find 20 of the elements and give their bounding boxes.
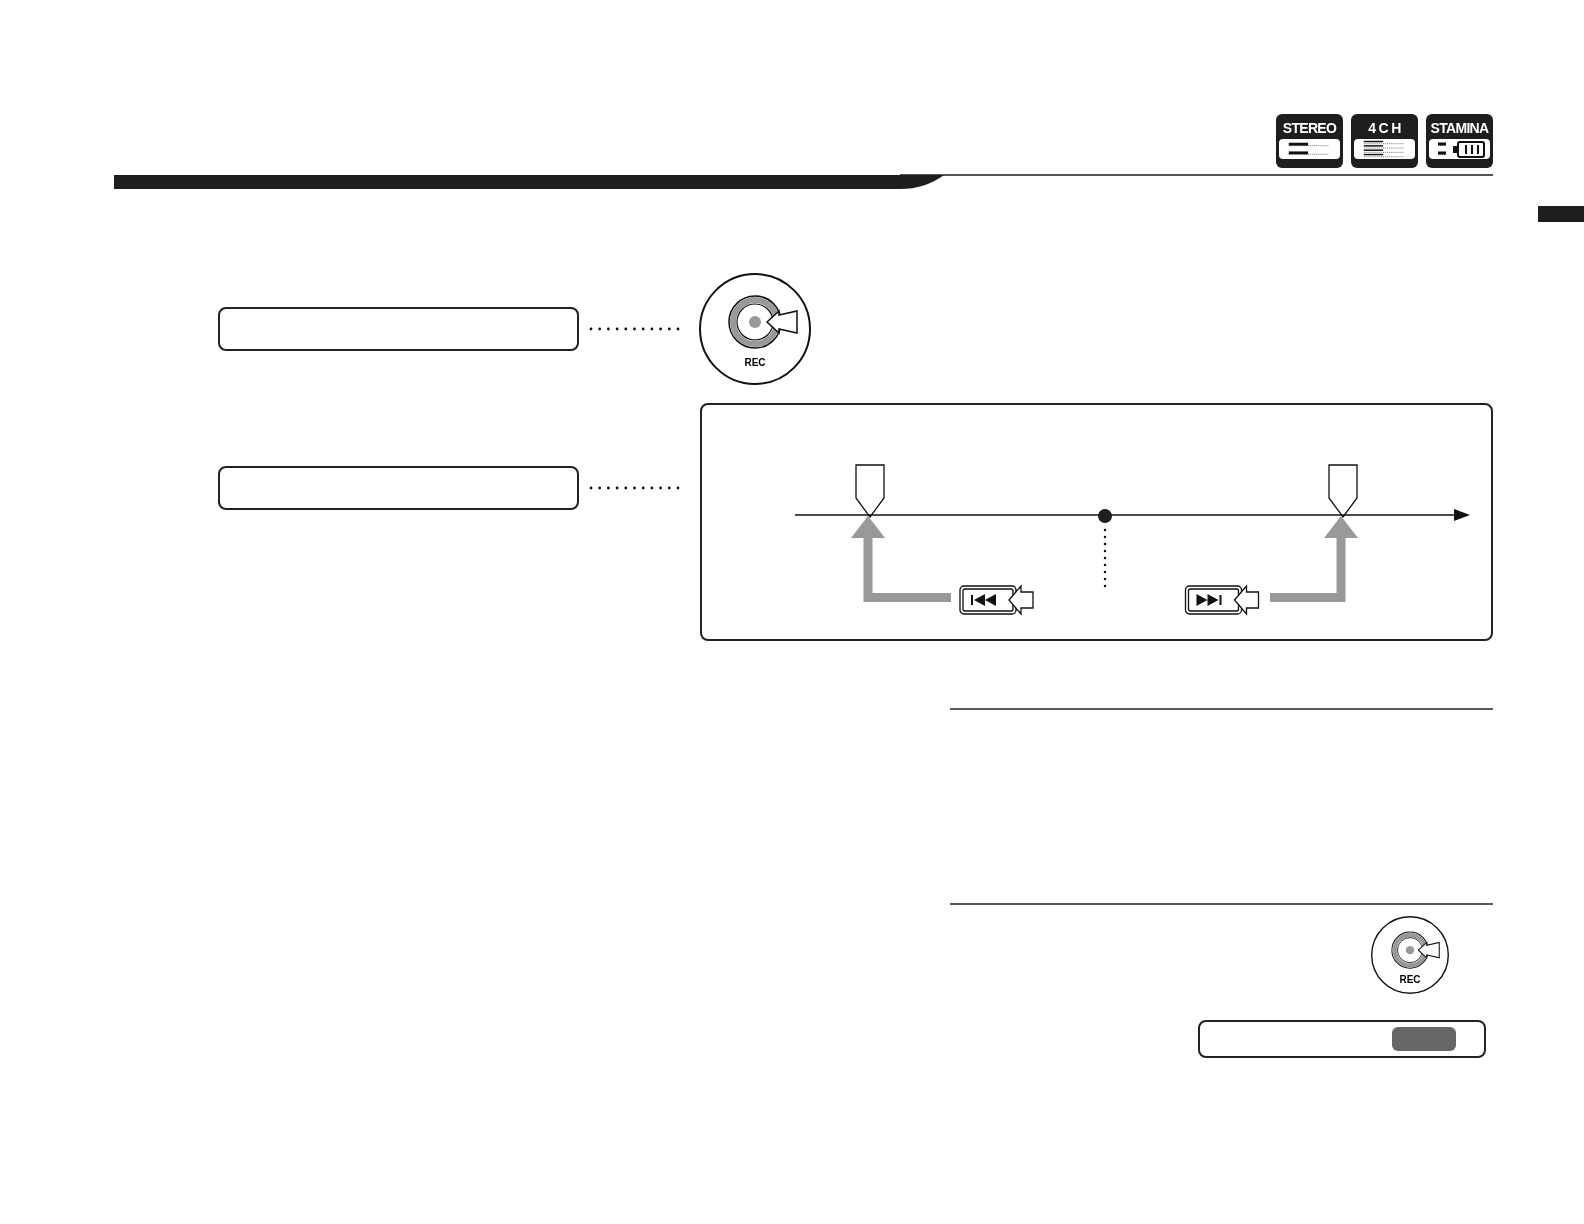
badge-label: STAMINA — [1430, 119, 1489, 138]
diagram-panel — [700, 403, 1493, 641]
skip-forward-button-icon — [1184, 582, 1260, 617]
display-bar — [1198, 1020, 1486, 1058]
mode-badge — [1426, 114, 1493, 168]
skip-back-button-icon — [959, 582, 1034, 617]
marker-flag — [855, 464, 885, 518]
text-frame — [218, 307, 579, 351]
mode-badge — [1351, 114, 1418, 168]
rec-button — [1371, 916, 1449, 994]
button-label: REC — [1398, 975, 1422, 986]
button-label: REC — [743, 358, 767, 369]
badge-label: STEREO — [1282, 119, 1337, 138]
text-frame — [218, 466, 579, 510]
thick-arrow — [1270, 516, 1358, 602]
marker-flag — [1328, 464, 1358, 518]
mode-badge — [1276, 114, 1343, 168]
badge-label: 4 C H — [1368, 119, 1401, 138]
rec-button — [699, 273, 811, 385]
thick-arrow — [851, 516, 951, 602]
